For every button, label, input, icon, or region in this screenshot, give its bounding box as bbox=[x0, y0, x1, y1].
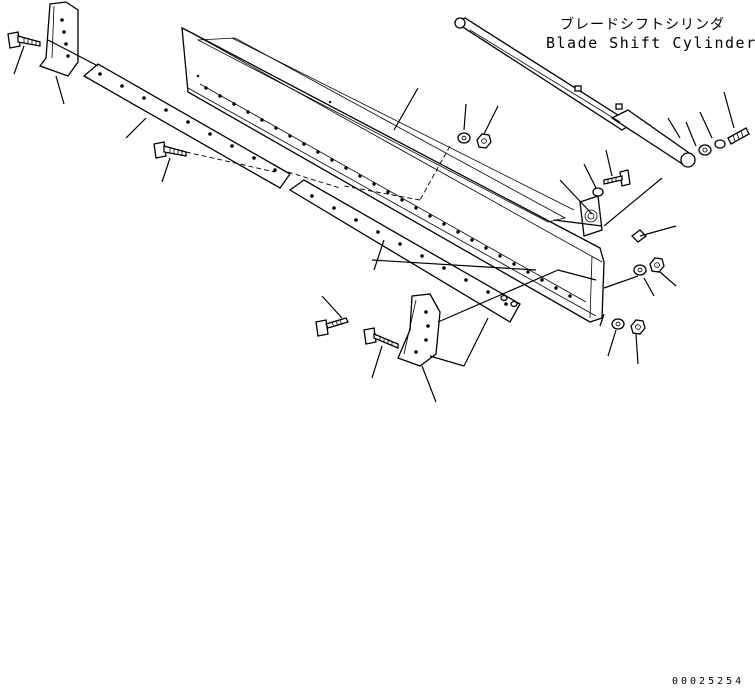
hidden-assembly-lines bbox=[185, 145, 451, 201]
small-nut-cutting-edge bbox=[500, 294, 518, 308]
bolt-cutting-edge bbox=[153, 141, 187, 159]
blade-shift-cylinder bbox=[453, 17, 696, 168]
grease-fitting bbox=[631, 229, 647, 243]
callout-label-english: Blade Shift Cylinder bbox=[546, 34, 755, 52]
cylinder-end-washer bbox=[698, 144, 712, 156]
bolt-bracket bbox=[603, 169, 631, 187]
nut-right-upper bbox=[649, 257, 665, 273]
nut-right-lower bbox=[630, 319, 646, 335]
washer-upper bbox=[457, 132, 471, 144]
cylinder-end-washer-small bbox=[714, 139, 726, 149]
washer-right-lower bbox=[611, 318, 625, 330]
cutting-edge-right bbox=[288, 179, 521, 323]
end-bit-right bbox=[397, 293, 441, 367]
main-blade bbox=[181, 26, 605, 323]
bolt-end-bit-left bbox=[7, 31, 41, 49]
bolt-end-bit-right-upper bbox=[315, 317, 349, 337]
main-blade-bolt-holes bbox=[196, 74, 572, 298]
callout-label-japanese: ブレードシフトシリンダ bbox=[560, 17, 725, 33]
bolt-end-bit-right-lower bbox=[363, 327, 399, 349]
end-bit-left bbox=[38, 1, 79, 77]
mounting-bracket bbox=[579, 195, 603, 237]
document-number: 00025254 bbox=[672, 676, 745, 687]
nut-upper bbox=[476, 133, 492, 149]
washer-bracket bbox=[592, 187, 604, 197]
cylinder-end-bolt bbox=[727, 127, 750, 145]
cutting-edge-left bbox=[82, 63, 291, 189]
washer-right-upper bbox=[633, 264, 647, 276]
callout-leaders bbox=[13, 39, 735, 403]
